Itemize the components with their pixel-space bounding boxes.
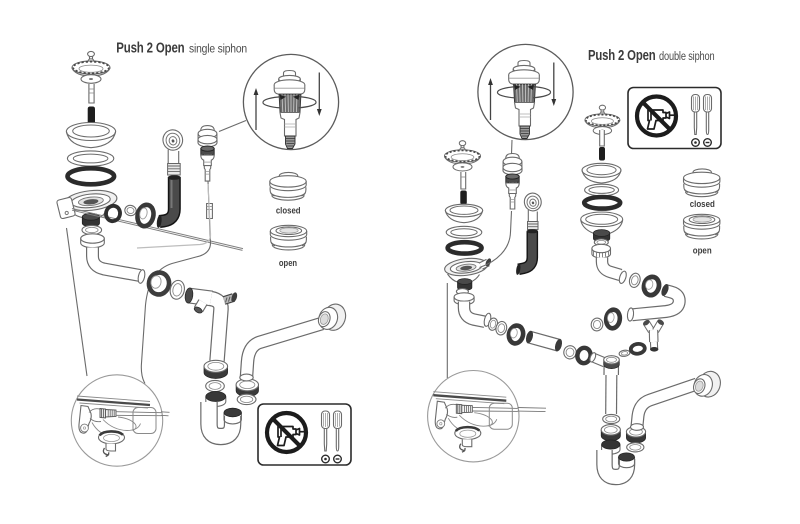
svg-text:open: open: [279, 258, 297, 269]
svg-text:closed: closed: [276, 206, 301, 217]
svg-text:open: open: [693, 245, 712, 256]
svg-text:Push 2 Open: Push 2 Open: [588, 48, 656, 64]
svg-text:closed: closed: [690, 199, 715, 210]
svg-text:double siphon: double siphon: [659, 49, 715, 63]
svg-text:single siphon: single siphon: [189, 42, 247, 56]
svg-text:Push 2 Open: Push 2 Open: [116, 40, 184, 56]
